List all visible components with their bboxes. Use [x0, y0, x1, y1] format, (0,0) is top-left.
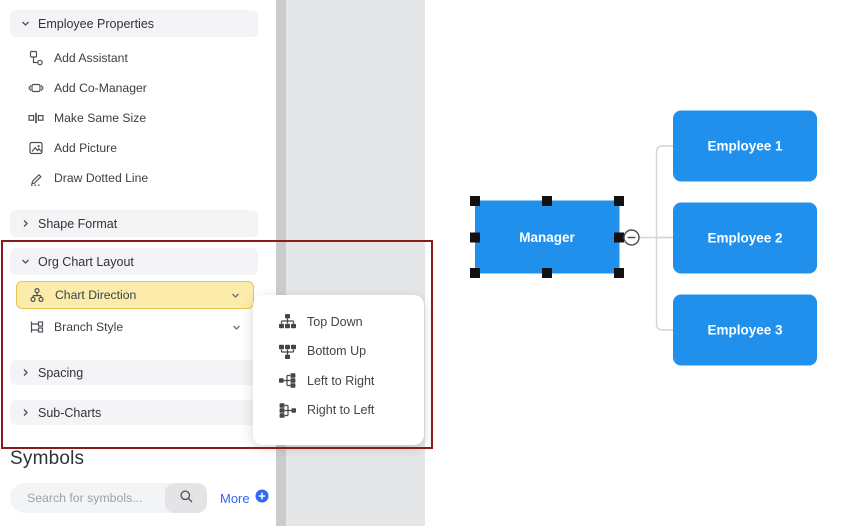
chart-direction-button[interactable]: Chart Direction	[16, 281, 254, 309]
add-co-manager-icon	[28, 80, 44, 96]
left-to-right-icon	[279, 373, 296, 388]
node-employee-3[interactable]	[673, 294, 817, 366]
dropdown-item-label: Bottom Up	[307, 344, 367, 359]
bottom-up-icon	[279, 344, 296, 359]
sub-item-label: Chart Direction	[55, 288, 137, 302]
selection-handles[interactable]	[470, 196, 624, 278]
menu-item-label: Add Co-Manager	[54, 81, 147, 95]
chevron-down-icon	[231, 322, 242, 333]
sub-item-label: Branch Style	[54, 320, 124, 334]
branch-style-button[interactable]: Branch Style	[16, 313, 254, 341]
menu-item-add-picture[interactable]: Add Picture	[18, 134, 248, 162]
chevron-down-icon	[20, 18, 31, 29]
make-same-size-icon	[28, 110, 44, 126]
node-employee-1[interactable]	[673, 110, 817, 182]
search-icon	[179, 489, 194, 507]
panel-header-shape-format[interactable]: Shape Format	[10, 210, 258, 237]
menu-item-add-assistant[interactable]: Add Assistant	[18, 44, 248, 72]
menu-item-draw-dotted-line[interactable]: Draw Dotted Line	[18, 164, 248, 192]
panel-header-label: Spacing	[38, 365, 84, 380]
menu-item-label: Make Same Size	[54, 111, 147, 125]
more-symbols-link[interactable]: More	[220, 489, 269, 508]
right-to-left-icon	[279, 403, 296, 418]
symbols-heading: Symbols	[10, 448, 85, 469]
node-label: Employee 2	[707, 231, 782, 246]
dropdown-item-label: Left to Right	[307, 373, 375, 388]
selection-handle[interactable]	[470, 232, 480, 243]
dropdown-item-right-to-left[interactable]: Right to Left	[279, 396, 424, 426]
panel-header-label: Employee Properties	[38, 16, 155, 31]
chevron-down-icon	[20, 256, 31, 267]
plus-circle-icon	[255, 489, 269, 508]
menu-item-make-same-size[interactable]: Make Same Size	[18, 104, 248, 132]
panel-header-label: Org Chart Layout	[38, 254, 134, 269]
dropdown-item-left-to-right[interactable]: Left to Right	[279, 366, 424, 396]
selection-handle[interactable]	[542, 268, 552, 278]
draw-dotted-line-icon	[28, 170, 44, 186]
selection-handle[interactable]	[470, 268, 480, 278]
panel-header-spacing[interactable]: Spacing	[10, 360, 258, 385]
branch-style-icon	[28, 319, 44, 335]
panel-header-sub-charts[interactable]: Sub-Charts	[10, 400, 258, 425]
selection-handle[interactable]	[470, 196, 480, 206]
selection-handle[interactable]	[542, 196, 552, 206]
dropdown-item-bottom-up[interactable]: Bottom Up	[279, 337, 424, 367]
selection-handle[interactable]	[614, 196, 624, 206]
dropdown-item-top-down[interactable]: Top Down	[279, 307, 424, 337]
chevron-right-icon	[20, 218, 31, 229]
panel-divider[interactable]	[276, 0, 286, 526]
symbol-panel-empty-area	[286, 0, 425, 526]
org-chart-canvas[interactable]: Manager Employee 1 Employee 2 Employee 3	[425, 0, 844, 526]
dropdown-item-label: Right to Left	[307, 403, 375, 418]
symbols-search-row: More	[10, 483, 269, 513]
panel-header-label: Shape Format	[38, 216, 118, 231]
node-label: Manager	[519, 230, 575, 245]
chevron-down-icon	[230, 290, 241, 301]
add-assistant-icon	[28, 50, 44, 66]
panel-header-label: Sub-Charts	[38, 405, 102, 420]
selection-handle[interactable]	[614, 268, 624, 278]
search-field-wrap	[10, 483, 207, 513]
properties-sidebar: Employee Properties Add Assistant Add Co…	[0, 0, 276, 526]
chevron-right-icon	[20, 407, 31, 418]
chart-direction-icon	[29, 287, 45, 303]
collapse-branch-button[interactable]	[623, 229, 640, 246]
more-link-label: More	[220, 490, 250, 506]
chart-direction-dropdown: Top Down Bottom Up	[253, 295, 424, 445]
menu-item-label: Add Picture	[54, 141, 118, 155]
menu-item-label: Add Assistant	[54, 51, 128, 65]
dropdown-item-label: Top Down	[307, 314, 363, 329]
node-employee-2[interactable]	[673, 202, 817, 274]
node-manager[interactable]	[475, 200, 620, 274]
menu-item-label: Draw Dotted Line	[54, 171, 149, 185]
node-label: Employee 1	[707, 139, 783, 154]
menu-item-add-co-manager[interactable]: Add Co-Manager	[18, 74, 248, 102]
selection-handle[interactable]	[614, 232, 624, 243]
node-label: Employee 3	[707, 323, 783, 338]
chevron-right-icon	[20, 367, 31, 378]
add-picture-icon	[28, 140, 44, 156]
search-button[interactable]	[165, 483, 207, 513]
top-down-icon	[279, 314, 296, 329]
panel-header-employee-properties[interactable]: Employee Properties	[10, 10, 258, 37]
panel-header-org-chart-layout[interactable]: Org Chart Layout	[10, 248, 258, 275]
